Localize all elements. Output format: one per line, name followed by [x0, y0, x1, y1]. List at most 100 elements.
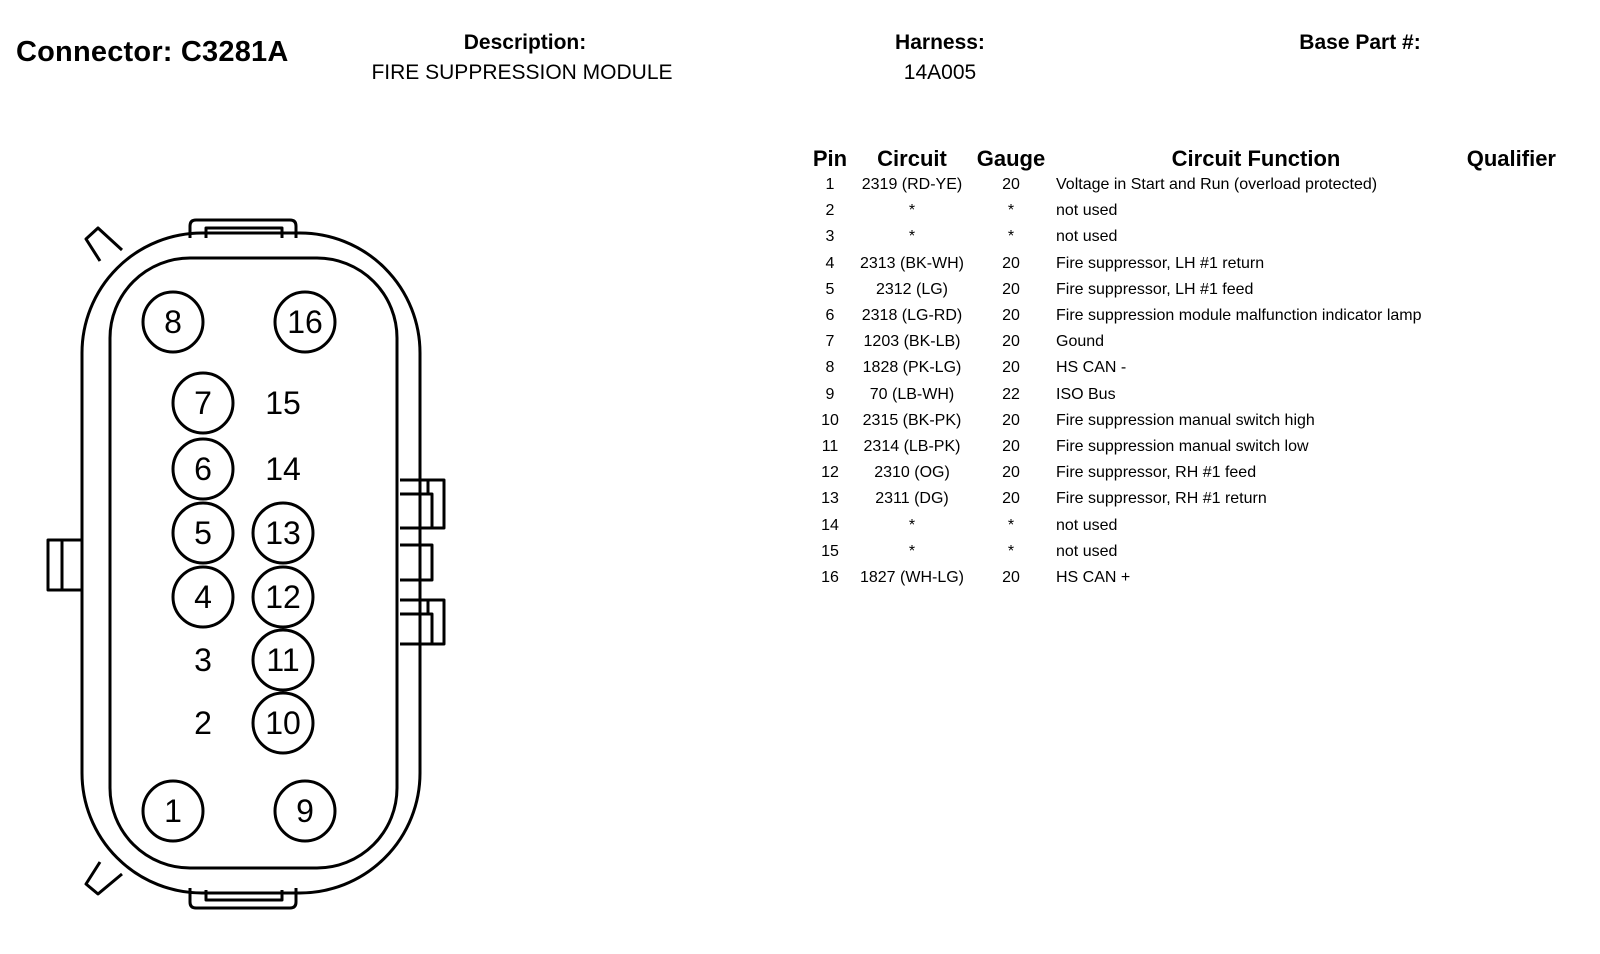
header-circuit: Circuit: [877, 146, 947, 171]
circuit-cell: 1827 (WH-LG): [859, 568, 965, 586]
qualifier-cell: [1456, 382, 1556, 408]
gauge-cell: 20: [1002, 254, 1020, 272]
qualifier-cell: [1456, 329, 1556, 355]
pin-circle: [273, 290, 337, 354]
table-row: 2**not used: [808, 198, 1556, 224]
gauge-cell: 20: [1002, 490, 1020, 508]
pin-circle: [171, 371, 235, 435]
pin-number-label: 6: [194, 451, 212, 487]
circuit-cell: *: [908, 542, 916, 560]
gauge-cell: *: [1007, 516, 1015, 534]
harness-value: 14A005: [903, 61, 977, 84]
pin-number-label: 5: [194, 515, 212, 551]
table-row: 14**not used: [808, 512, 1556, 538]
gauge-cell: 20: [1002, 333, 1020, 351]
connector-title: Connector: C3281A: [16, 36, 289, 68]
harness-label: Harness:: [895, 31, 985, 54]
connector-pin-14: 14: [265, 451, 301, 487]
pin-cell: 16: [821, 568, 839, 586]
gauge-cell: *: [1007, 542, 1015, 560]
gauge-cell: 22: [1002, 385, 1020, 403]
pin-number-label: 12: [265, 579, 301, 615]
gauge-cell: *: [1007, 228, 1015, 246]
pin-cell: 8: [825, 359, 835, 377]
function-cell: not used: [1056, 202, 1118, 220]
gauge-cell: 20: [1002, 437, 1020, 455]
function-cell: not used: [1056, 542, 1118, 560]
function-cell: Fire suppressor, LH #1 return: [1056, 254, 1265, 272]
qualifier-cell: [1456, 539, 1556, 565]
pinout-table: Pin Circuit Gauge Circuit Function Quali…: [808, 140, 1556, 591]
pin-circle: [171, 565, 235, 629]
qualifier-cell: [1456, 486, 1556, 512]
function-cell: Fire suppression manual switch high: [1056, 411, 1315, 429]
function-cell: Fire suppression manual switch low: [1056, 437, 1309, 455]
connector-pin-11: 11: [251, 628, 315, 692]
table-header-row: Pin Circuit Gauge Circuit Function Quali…: [808, 140, 1556, 172]
table-row: 3**not used: [808, 224, 1556, 250]
circuit-cell: 2318 (LG-RD): [861, 307, 963, 325]
table-row: 11 2314 (LB-PK) 20 Fire suppression manual …: [808, 434, 1556, 460]
pin-cell: 6: [825, 307, 835, 325]
gauge-cell: 20: [1002, 176, 1020, 194]
circuit-cell: 2310 (OG): [874, 464, 950, 482]
description-value: FIRE SUPPRESSION MODULE: [371, 61, 673, 84]
connector-pin-8: 8: [141, 290, 205, 354]
qualifier-cell: [1456, 408, 1556, 434]
function-cell: not used: [1056, 228, 1118, 246]
qualifier-cell: [1456, 512, 1556, 538]
right-side-rib-middle: [400, 543, 434, 582]
pin-cell: 12: [821, 464, 839, 482]
qualifier-cell: [1456, 198, 1556, 224]
right-side-rib-lower: [400, 598, 446, 646]
circuit-cell: *: [908, 202, 916, 220]
qualifier-cell: [1456, 355, 1556, 381]
connector-pin-7: 7: [171, 371, 235, 435]
function-cell: not used: [1056, 516, 1118, 534]
gauge-cell: 20: [1002, 568, 1020, 586]
pin-number-label: 11: [266, 642, 299, 678]
pin-circle: [171, 501, 235, 565]
header-qualifier: Qualifier: [1466, 146, 1556, 171]
pin-cell: 4: [825, 254, 835, 272]
header-gauge: Gauge: [976, 146, 1046, 171]
circuit-cell: 2314 (LB-PK): [863, 437, 961, 455]
function-cell: Voltage in Start and Run (overload prote…: [1056, 176, 1378, 194]
pin-cell: 11: [821, 437, 839, 455]
pin-circle: [251, 501, 315, 565]
pin-circle: [273, 779, 337, 843]
gauge-cell: 20: [1002, 464, 1020, 482]
gauge-cell: 20: [1002, 359, 1020, 377]
pin-number-label: 10: [265, 705, 301, 741]
pin-number-label: 3: [194, 642, 212, 678]
base-part-label: Base Part #:: [1299, 31, 1421, 54]
pin-cell: 2: [825, 202, 835, 220]
header-pin: Pin: [812, 146, 848, 171]
connector-outer-shell: [80, 231, 422, 895]
connector-pin-15: 15: [265, 385, 301, 421]
pin-cell: 1: [825, 176, 835, 194]
function-cell: Gound: [1056, 333, 1105, 351]
left-side-rib: [46, 538, 82, 592]
pin-number-label: 4: [194, 579, 212, 615]
circuit-cell: *: [908, 516, 916, 534]
pin-circle: [141, 779, 205, 843]
connector-inner-body: [108, 256, 399, 870]
circuit-cell: 1828 (PK-LG): [862, 359, 962, 377]
connector-pin-1: 1: [141, 779, 205, 843]
pin-cell: 15: [821, 542, 839, 560]
function-cell: ISO Bus: [1056, 385, 1116, 403]
circuit-cell: 1203 (BK-LB): [863, 333, 961, 351]
pin-cell: 13: [821, 490, 839, 508]
function-cell: HS CAN -: [1056, 359, 1127, 377]
connector-pin-13: 13: [251, 501, 315, 565]
qualifier-cell: [1456, 224, 1556, 250]
qualifier-cell: [1456, 277, 1556, 303]
pin-number-label: 2: [194, 705, 212, 741]
function-cell: HS CAN +: [1056, 568, 1131, 586]
